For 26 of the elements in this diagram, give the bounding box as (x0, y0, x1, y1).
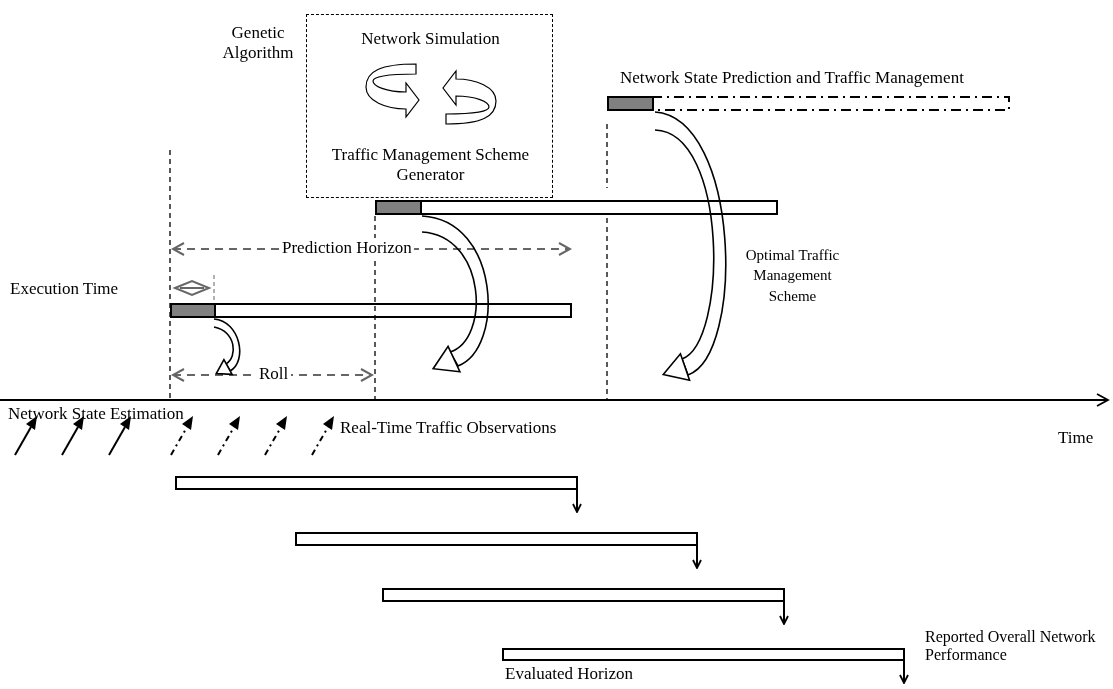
arrow (692, 545, 702, 569)
curved-arrow (213, 318, 241, 376)
group-heading: Genetic Algorithm (221, 23, 295, 63)
arrow (779, 601, 789, 625)
callout-text: Optimal Traffic Management Scheme (744, 246, 841, 306)
timeline-bar (375, 200, 778, 215)
timeline-bar (170, 303, 572, 318)
annotation-text: Real-Time Traffic Observations (340, 418, 557, 438)
arrow (899, 660, 909, 684)
box-text: Traffic Management Scheme Generator (330, 145, 531, 185)
arrow (572, 489, 582, 513)
dimension-label: Execution Time (10, 279, 119, 299)
bar-caption: Network State Prediction and Traffic Management (620, 68, 964, 88)
curved-arrow (654, 111, 727, 382)
timeline-bar (382, 588, 785, 602)
annotation-text: Reported Overall Network Performance (925, 628, 1097, 665)
timeline-bar (502, 648, 905, 661)
box-text: Network Simulation (360, 29, 501, 49)
curved-arrow (421, 215, 489, 373)
axis-label: Network State Estimation (8, 404, 184, 424)
axis-label: Time (1058, 428, 1094, 448)
annotation-text: Evaluated Horizon (505, 664, 633, 684)
timeline-bar (607, 96, 1010, 111)
timeline-bar (175, 476, 578, 490)
dimension-label: Prediction Horizon (280, 238, 414, 258)
timeline-bar (295, 532, 698, 546)
